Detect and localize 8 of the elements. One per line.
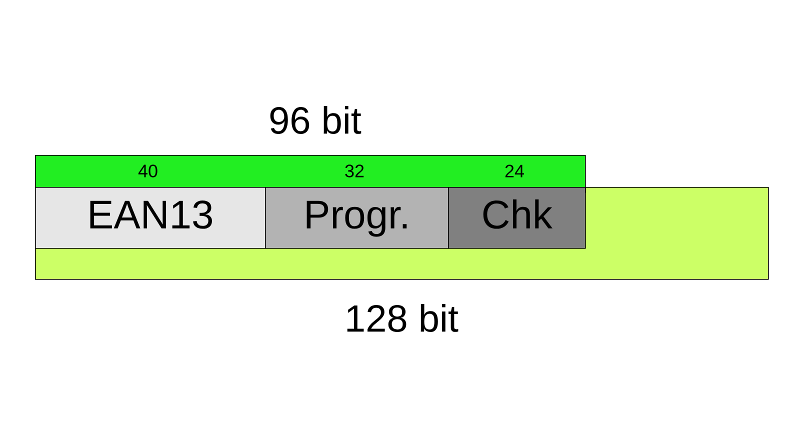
field-box: Progr. (265, 187, 449, 249)
field-box: EAN13 (35, 187, 266, 249)
field-box: Chk (448, 187, 586, 249)
node-label: 128 bit (347, 304, 458, 332)
bit-count: 40 (138, 164, 158, 178)
bit-count: 32 (345, 164, 364, 178)
node-label: 96 bit (270, 106, 362, 134)
bit-count: 24 (505, 164, 524, 178)
